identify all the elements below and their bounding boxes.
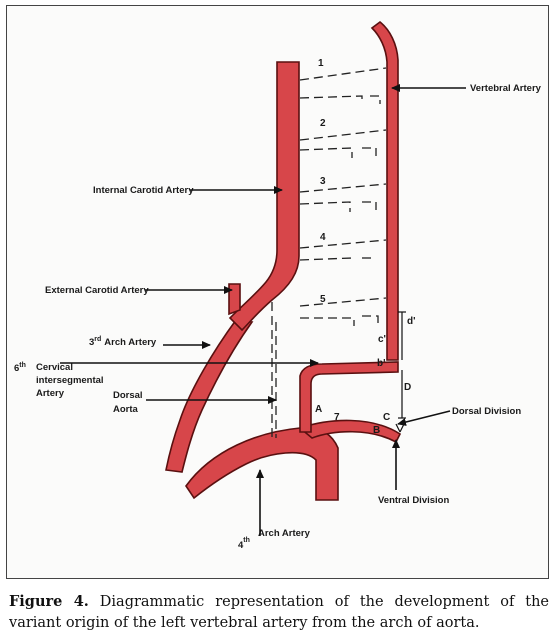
- point-label-b: B: [373, 425, 380, 436]
- external-carotid-artery-shape: [228, 283, 241, 316]
- intersegmental-word: intersegmental: [36, 375, 104, 386]
- third-arch-artery-shape: [165, 319, 254, 473]
- figure-caption: Figure 4. Diagrammatic representation of…: [9, 591, 549, 634]
- point-label-b-prime: b': [377, 358, 386, 369]
- internal-carotid-artery-shape: [228, 61, 300, 332]
- sixth-cervical-label: 6th: [14, 362, 26, 374]
- artery-word: Artery: [36, 388, 65, 399]
- third-arch-number: 3: [89, 337, 94, 348]
- segment-number-1: 1: [318, 58, 324, 69]
- dorsal-word: Dorsal: [113, 390, 143, 401]
- fourth-arch-artery-shape: [185, 426, 339, 501]
- dorsal-division-label: Dorsal Division: [452, 406, 521, 417]
- fourth-number: 4: [238, 540, 244, 551]
- segment-number-5: 5: [320, 294, 326, 305]
- third-arch-sup: rd: [94, 336, 101, 343]
- figure-caption-text: Diagrammatic representation of the devel…: [9, 594, 549, 631]
- point-label-c: C: [383, 412, 390, 423]
- vertebral-artery-label: Vertebral Artery: [470, 83, 542, 94]
- point-label-a: A: [315, 404, 322, 415]
- point-label-d: D: [404, 382, 411, 393]
- ventral-division-label: Ventral Division: [378, 495, 449, 506]
- aorta-word: Aorta: [113, 404, 139, 415]
- sixth-number: 6: [14, 363, 19, 374]
- dorsal-aorta-arch-shape: [298, 419, 402, 444]
- segment-number-4: 4: [320, 232, 326, 243]
- sixth-sup: th: [19, 362, 26, 369]
- point-label-d-prime: d': [407, 316, 416, 327]
- fourth-arch-text-label: Arch Artery: [258, 528, 311, 539]
- fourth-sup: th: [243, 537, 250, 544]
- third-arch-text: Arch Artery: [104, 337, 157, 348]
- cervical-word: Cervical: [36, 362, 73, 373]
- sixth-intersegmental-shape: [299, 361, 399, 433]
- segment-number-2: 2: [320, 118, 326, 129]
- segment-number-7: 7: [334, 412, 340, 423]
- fourth-arch-number-label: 4th: [238, 537, 250, 551]
- intersegmental-dashes: [271, 67, 387, 440]
- measurement-brackets: [395, 311, 406, 433]
- segment-number-3: 3: [320, 176, 326, 187]
- internal-carotid-label: Internal Carotid Artery: [93, 185, 194, 196]
- point-label-c-prime: c': [378, 334, 386, 345]
- vertebral-artery-shape: [370, 20, 399, 361]
- external-carotid-label: External Carotid Artery: [45, 285, 149, 296]
- figure-caption-label: Figure 4.: [9, 593, 89, 610]
- diagram: 1 2 3 4 5 7 A B C b' c' d' D Vertebral A…: [14, 20, 542, 551]
- label-arrows: [60, 84, 466, 536]
